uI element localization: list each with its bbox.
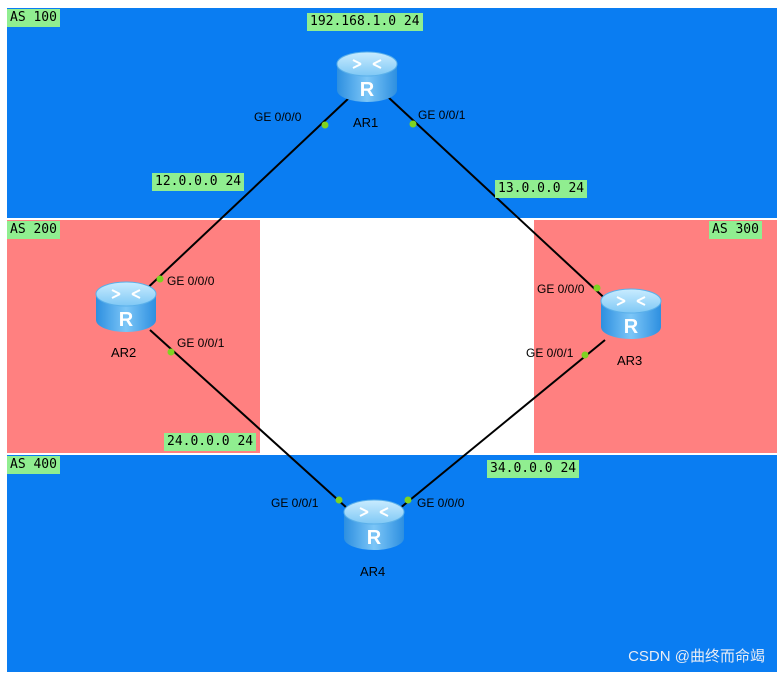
link-ar1-ar2 [139, 96, 351, 296]
port-label-ar2-ge000: GE 0/0/0 [167, 274, 215, 288]
port-label-ar1-ge001: GE 0/0/1 [418, 108, 466, 122]
router-icon: R [343, 499, 405, 550]
svg-text:R: R [360, 79, 375, 101]
port-dot-ar3-ge000 [593, 284, 601, 292]
link-ar2-ar4 [149, 329, 359, 519]
network-label-ar1-ar2: 12.0.0.0 24 [152, 173, 245, 191]
router-ar1[interactable]: R [335, 50, 399, 106]
as-300-label: AS 300 [709, 221, 762, 239]
port-label-ar3-ge001: GE 0/0/1 [526, 346, 574, 360]
port-dot-ar4-ge000 [404, 496, 412, 504]
as-200-region [7, 220, 260, 453]
link-ar3-ar4 [387, 339, 606, 519]
link-ar1-ar3 [387, 96, 613, 306]
as-100-region [7, 8, 777, 218]
router-ar3[interactable]: R [599, 287, 663, 343]
port-dot-ar3-ge001 [581, 351, 589, 359]
port-label-ar1-ge000: GE 0/0/0 [254, 110, 302, 124]
router-icon: R [600, 288, 662, 339]
port-label-ar2-ge001: GE 0/0/1 [177, 336, 225, 350]
as-100-label: AS 100 [7, 9, 60, 27]
router-name-ar3: AR3 [617, 353, 643, 368]
router-ar2[interactable]: R [94, 280, 158, 336]
router-icon: R [336, 51, 398, 102]
network-label-ar3-ar4: 34.0.0.0 24 [487, 460, 580, 478]
network-label-ar1-ar3: 13.0.0.0 24 [495, 180, 588, 198]
port-dot-ar4-ge001 [335, 496, 343, 504]
watermark: CSDN @曲终而命竭 [628, 648, 765, 665]
svg-text:R: R [367, 527, 382, 549]
router-name-ar2: AR2 [111, 345, 137, 360]
port-dot-ar1-ge001 [409, 120, 417, 128]
port-label-ar4-ge000: GE 0/0/0 [417, 496, 465, 510]
svg-text:R: R [624, 316, 639, 338]
port-dot-ar2-ge000 [156, 275, 164, 283]
as-400-region [7, 455, 777, 672]
router-name-ar4: AR4 [360, 564, 386, 579]
network-label-loopback: 192.168.1.0 24 [307, 13, 423, 31]
port-dot-ar2-ge001 [167, 348, 175, 356]
router-ar4[interactable]: R [342, 498, 406, 554]
router-icon: R [95, 281, 157, 332]
port-label-ar3-ge000: GE 0/0/0 [537, 282, 585, 296]
as-300-region [534, 220, 777, 453]
as-200-label: AS 200 [7, 221, 60, 239]
network-label-ar2-ar4: 24.0.0.0 24 [164, 433, 257, 451]
port-dot-ar1-ge000 [321, 121, 329, 129]
port-label-ar4-ge001: GE 0/0/1 [271, 496, 319, 510]
as-400-label: AS 400 [7, 456, 60, 474]
svg-text:R: R [119, 309, 134, 331]
router-name-ar1: AR1 [353, 115, 379, 130]
